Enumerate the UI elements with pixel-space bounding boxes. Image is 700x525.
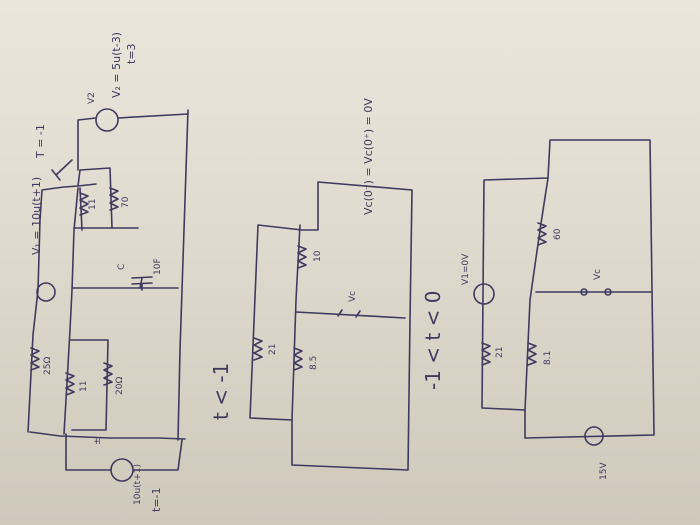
- c1-cap-label: C: [117, 264, 127, 270]
- c1-top-wire: [27, 183, 97, 433]
- c3-vc-minus: [604, 288, 612, 296]
- c3-outer-loop: [481, 139, 655, 439]
- c1-capacitor: [131, 276, 153, 291]
- c1-resistor-11: [65, 372, 75, 396]
- circuit-3: V1=0V 15V 21 8.1 60 Vc -1 < t < 0: [421, 139, 655, 480]
- c1-v1-label: V₁ = 10u(t+1): [30, 177, 43, 255]
- c3-source-top: [473, 283, 495, 305]
- c2-outer-loop: [249, 181, 413, 471]
- c1-left-source: [110, 458, 134, 482]
- initial-condition: Vc(0⁻) = Vc(0⁺) = 0V: [362, 98, 375, 215]
- c3-resistor-21: [481, 342, 491, 366]
- c2-resistor-21: [253, 337, 263, 361]
- c3-r81-label: 8.1: [543, 351, 553, 365]
- c1-branch-20: [69, 339, 109, 431]
- c1-t3-label: t=3: [125, 43, 138, 64]
- c2-resistor-10: [297, 245, 307, 269]
- c3-source-top-label: V1=0V: [461, 253, 471, 285]
- c3-resistor-60: [537, 222, 547, 246]
- circuit-1: V₁ = 10u(t+1) T = -1 V2 V₂ = 5u(t-3) t=3…: [27, 32, 189, 513]
- c1-v2-name: V2: [87, 92, 97, 104]
- c2-r85-label: 8.5: [309, 356, 319, 370]
- c1-r11-label: 11: [79, 381, 89, 392]
- c1-v1-source: [36, 282, 56, 302]
- c2-condition: t < -1: [209, 363, 233, 420]
- c3-source-bottom: [584, 426, 604, 446]
- c1-resistor-20: [103, 362, 113, 386]
- c1-v2-source: [95, 108, 119, 132]
- circuit-2: 21 8.5 10 Vc t < -1: [209, 181, 413, 471]
- c3-vc-label: Vc: [593, 269, 603, 280]
- c3-r21-label: 21: [495, 347, 505, 358]
- c1-middle-wire: [63, 187, 79, 435]
- c1-resistor-25: [30, 347, 40, 371]
- c3-vc-plus: [580, 288, 588, 296]
- c1-v2-loop: [77, 113, 189, 171]
- c2-r21-label: 21: [268, 344, 278, 355]
- c1-r70-label: 70: [121, 196, 131, 208]
- c1-right-wire: [177, 109, 189, 441]
- c1-cap-value: 10F: [153, 258, 163, 275]
- c1-r25-label: 25Ω: [43, 357, 53, 375]
- c1-time-arrow: [51, 159, 73, 181]
- c1-v2-label: V₂ = 5u(t-3): [110, 32, 123, 98]
- c1-bottom-wire: [29, 431, 186, 440]
- c2-vc-open: [337, 309, 361, 318]
- c1-left-source-time: t=-1: [150, 488, 163, 513]
- c3-condition: -1 < t < 0: [421, 291, 445, 390]
- c1-left-source-small: ±: [93, 437, 103, 445]
- c3-r60-label: 60: [553, 228, 563, 240]
- c1-r10-label: 11: [88, 199, 98, 210]
- c3-resistor-81: [527, 342, 537, 366]
- c2-resistor-85: [293, 347, 303, 371]
- c2-vc-label: Vc: [348, 291, 358, 302]
- c1-r20-label: 20Ω: [115, 377, 125, 395]
- c1-left-source-label: 10u(t+1): [133, 464, 143, 505]
- c2-r10-label: 10: [313, 250, 323, 262]
- c3-source-bottom-label: 15V: [599, 462, 609, 480]
- c1-resistor-70: [109, 187, 119, 211]
- c1-t-label: T = -1: [34, 124, 47, 159]
